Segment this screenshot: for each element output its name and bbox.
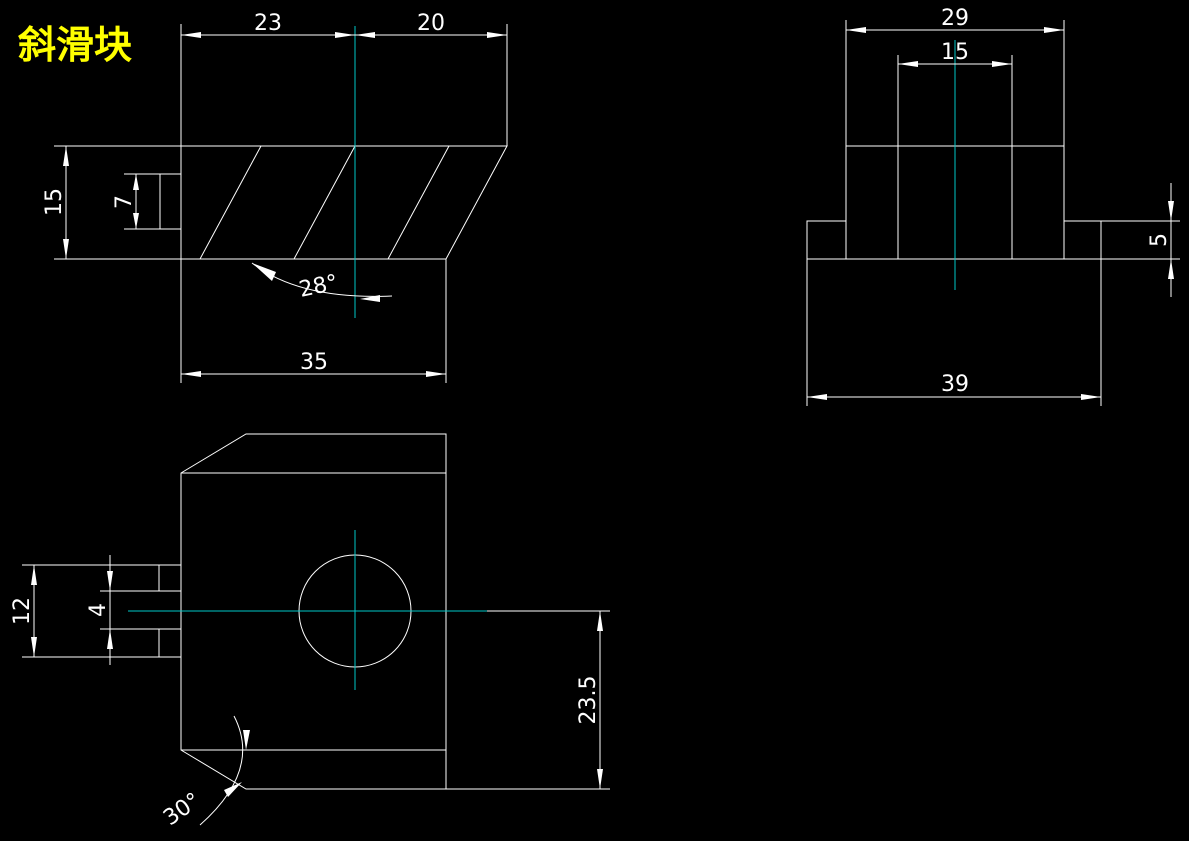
drawing-title: 斜滑块 [18,23,132,67]
dim-top-slot-outer: 12 [10,597,35,625]
dim-front-height: 15 [42,188,67,216]
dim-side-bottom: 39 [941,372,969,397]
top-view-slot-lower [158,628,181,658]
front-view-outline [180,145,508,260]
dim-front-top-right: 20 [417,11,445,36]
top-view-dimensions: 12 4 23.5 30° [10,555,610,831]
dim-side-top-outer: 29 [941,6,969,31]
dim-side-top-inner: 15 [941,40,969,65]
front-view-dimensions: 23 20 15 7 28° 35 [42,11,508,383]
front-view-hatch [199,145,450,260]
dim-front-slot: 7 [112,195,137,209]
top-view [128,433,487,790]
dim-side-step: 5 [1147,233,1172,247]
dim-top-offset: 23.5 [576,676,601,725]
front-view-slot [159,173,181,230]
side-view-outline [806,145,1102,260]
dim-top-angle: 30° [159,788,205,831]
dim-front-top-left: 23 [254,11,282,36]
dim-front-bottom: 35 [300,350,328,375]
side-view [806,40,1102,290]
dim-top-slot-inner: 4 [86,603,111,617]
side-view-dimensions: 29 15 5 39 [806,6,1180,406]
top-view-slot-upper [158,564,181,592]
dim-front-angle: 28° [297,270,340,303]
